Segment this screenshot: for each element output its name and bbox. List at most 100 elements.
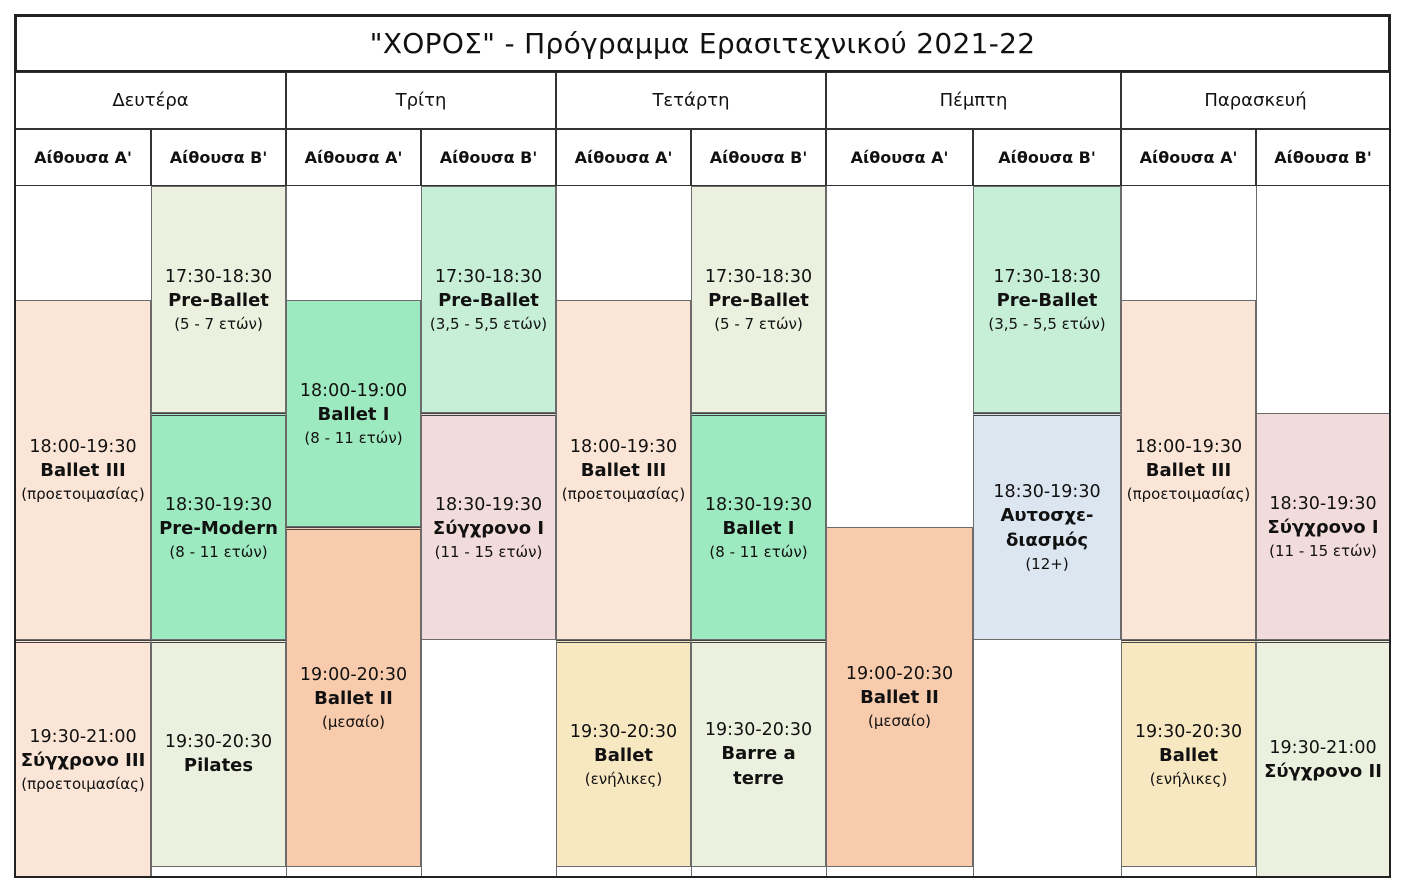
class-name: Pre-Ballet: [708, 289, 809, 311]
class-time: 18:00-19:30: [29, 437, 137, 458]
class-time: 19:30-21:00: [29, 727, 137, 748]
day-header: Πέμπτη: [826, 72, 1121, 129]
class-age: (προετοιμασίας): [561, 485, 686, 504]
class-time: 19:00-20:30: [299, 665, 408, 686]
class-name: Σύγχρονο II: [1264, 760, 1382, 782]
class-age: (8 - 11 ετών): [169, 542, 268, 561]
room-header: Αίθουσα Α': [286, 129, 421, 186]
page-title: "ΧΟΡΟΣ" - Πρόγραμμα Ερασιτεχνικού 2021-2…: [15, 15, 1390, 72]
class-name: Ballet: [1158, 744, 1219, 766]
class-name: Ballet I: [317, 403, 390, 425]
class-name: Pre-Modern: [159, 517, 278, 539]
class-name: Ballet II: [314, 688, 393, 710]
class-name: Ballet I: [722, 517, 795, 539]
class-time: 17:30-18:30: [704, 266, 813, 287]
class-age: (8 - 11 ετών): [304, 428, 403, 447]
class-time: 18:30-19:30: [1269, 493, 1377, 514]
class-name: Ballet II: [860, 687, 939, 709]
class-age: (11 - 15 ετών): [1269, 541, 1377, 560]
class-name: Ballet III: [1145, 460, 1232, 482]
room-header: Αίθουσα Α': [826, 129, 973, 186]
class-time: 19:00-20:30: [845, 664, 954, 685]
class-age: (ενήλικες): [1149, 769, 1228, 788]
class-time: 19:30-21:00: [1269, 737, 1377, 758]
class-time: 19:30-20:30: [164, 732, 273, 753]
class-name: Ballet III: [580, 460, 667, 482]
class-name: Ballet: [593, 744, 654, 766]
room-header: Αίθουσα Α': [15, 129, 151, 186]
day-header: Τρίτη: [286, 72, 556, 129]
room-header: Αίθουσα Β': [421, 129, 556, 186]
class-age: (11 - 15 ετών): [434, 542, 543, 561]
room-header: Αίθουσα Α': [556, 129, 691, 186]
grid-baseline: [15, 877, 1390, 878]
class-age: (3,5 - 5,5 ετών): [429, 314, 548, 333]
class-time: 17:30-18:30: [164, 266, 273, 287]
column-line: [1390, 186, 1391, 878]
room-header: Αίθουσα Β': [151, 129, 286, 186]
day-header: Παρασκευή: [1121, 72, 1390, 129]
class-name: Σύγχρονο I: [432, 517, 545, 539]
class-time: 18:30-19:30: [434, 494, 543, 515]
class-time: 18:00-19:30: [1134, 437, 1243, 458]
class-age: (προετοιμασίας): [21, 775, 145, 794]
class-time: 19:30-20:30: [1134, 721, 1243, 742]
class-age: (μεσαίο): [867, 712, 931, 731]
day-header: Τετάρτη: [556, 72, 826, 129]
class-time: 18:30-19:30: [704, 494, 813, 515]
class-name: Σύγχρονο I: [1267, 516, 1379, 538]
class-age: (προετοιμασίας): [1126, 485, 1251, 504]
class-age: (μεσαίο): [321, 713, 385, 732]
class-age: (8 - 11 ετών): [709, 542, 808, 561]
class-time: 17:30-18:30: [993, 266, 1101, 287]
class-age: (ενήλικες): [584, 769, 663, 788]
room-header: Αίθουσα Β': [691, 129, 826, 186]
class-time: 17:30-18:30: [434, 266, 543, 287]
class-name: Ballet III: [40, 460, 126, 482]
class-name: Pre-Ballet: [168, 289, 269, 311]
class-time: 18:00-19:30: [569, 437, 678, 458]
class-time: 18:30-19:30: [993, 482, 1101, 503]
class-time: 18:00-19:00: [299, 380, 408, 401]
class-name: Barre a terre: [721, 742, 796, 789]
class-name: Pre-Ballet: [438, 289, 539, 311]
room-header: Αίθουσα Β': [973, 129, 1121, 186]
class-time: 19:30-20:30: [704, 719, 813, 740]
class-name: Pilates: [183, 755, 254, 777]
class-name: Σύγχρονο III: [20, 750, 146, 772]
class-age: (προετοιμασίας): [21, 485, 145, 504]
room-header: Αίθουσα Α': [1121, 129, 1256, 186]
class-age: (5 - 7 ετών): [714, 314, 803, 333]
class-age: (3,5 - 5,5 ετών): [988, 314, 1106, 333]
class-age: (5 - 7 ετών): [174, 314, 263, 333]
class-name: Pre-Ballet: [996, 289, 1098, 311]
class-age: (12+): [1025, 555, 1069, 574]
day-header: Δευτέρα: [15, 72, 286, 129]
room-header: Αίθουσα Β': [1256, 129, 1390, 186]
class-time: 18:30-19:30: [164, 494, 273, 515]
class-time: 19:30-20:30: [569, 721, 678, 742]
class-name: Αυτοσχε- διασμός: [1000, 505, 1094, 552]
